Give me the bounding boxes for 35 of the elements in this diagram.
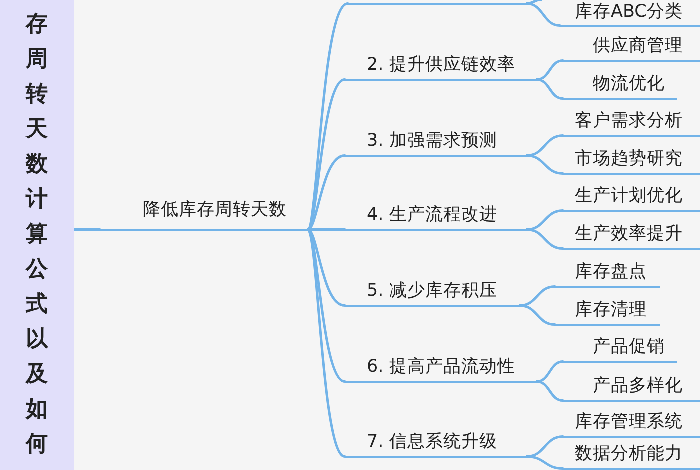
- connector-line: [306, 228, 346, 458]
- main-topic: 3. 加强需求预测: [345, 130, 527, 157]
- subtopic: 数据分析能力: [563, 442, 700, 470]
- connector-line: [306, 78, 346, 231]
- subtopic: 库存清理: [555, 298, 660, 326]
- main-topic: 2. 提升供应链效率: [345, 54, 537, 81]
- connector-line: [526, 2, 562, 27]
- connector-line: [306, 154, 346, 231]
- central-topic: 降低库存周转天数: [100, 198, 308, 231]
- connector-line: [526, 456, 564, 470]
- subtopic: 产品促销: [563, 336, 677, 363]
- main-topic: 7. 信息系统升级: [345, 430, 527, 458]
- subtopic: 库存管理系统: [563, 410, 700, 438]
- subtopic: 生产计划优化: [563, 184, 700, 212]
- title-band: [0, 0, 74, 470]
- connector-line: [536, 380, 564, 402]
- subtopic: 物流优化: [563, 72, 677, 100]
- title-text: 存周转天数计算公式以及如何: [26, 11, 48, 459]
- connector-line: [72, 228, 102, 231]
- subtopic: 产品多样化: [563, 374, 700, 402]
- connector-line: [526, 154, 564, 175]
- main-topic: 5. 减少库存积压: [345, 280, 520, 307]
- subtopic: 库存ABC分类: [560, 0, 700, 27]
- subtopic: 生产效率提升: [563, 222, 700, 250]
- connector-line: [526, 228, 564, 250]
- main-topic: 6. 提高产品流动性: [345, 356, 537, 383]
- subtopic: 供应商管理: [563, 34, 700, 62]
- connector-line: [306, 228, 346, 383]
- subtopic: 客户需求分析: [563, 110, 700, 137]
- main-topic: 4. 生产流程改进: [345, 204, 527, 231]
- topic-line: [348, 2, 527, 5]
- subtopic: 库存盘点: [555, 260, 660, 288]
- subtopic: 市场趋势研究: [563, 148, 700, 175]
- connector-line: [536, 78, 564, 100]
- connector-line: [518, 304, 556, 326]
